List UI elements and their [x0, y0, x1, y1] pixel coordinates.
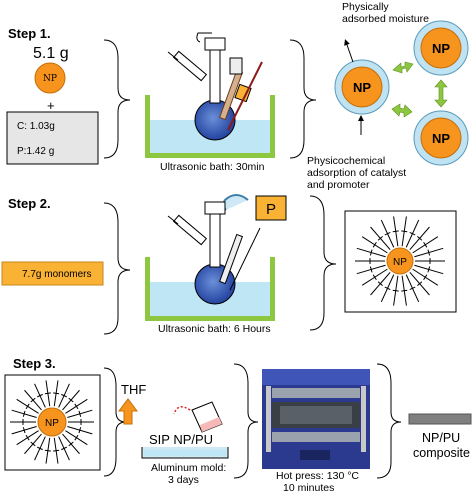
np-step3-chain-tick — [78, 410, 82, 417]
np-particle-ring-left: NP — [334, 59, 390, 115]
np-step2-chain-tick — [384, 286, 391, 290]
np-particle-step1: NP — [34, 62, 66, 94]
composite-sample — [408, 413, 472, 425]
hot-press-photo — [262, 369, 370, 469]
np-step3-chain-tick — [37, 393, 43, 398]
brace-step2-left — [103, 202, 131, 335]
np-step3-chain-tick — [53, 449, 60, 452]
thf-evaporation-arrow — [118, 398, 138, 425]
green-double-arrow-upper — [392, 61, 414, 74]
np-step3-chain-tick — [30, 441, 36, 447]
np-step3-chain-tick — [22, 427, 26, 434]
adsorption-label-line2: adsorption of catalyst — [307, 167, 407, 179]
np-step3-chain-tick — [74, 434, 79, 441]
np-step3-chain-tick — [53, 392, 60, 395]
plus-sign: + — [47, 98, 55, 113]
p-curved-arrow — [222, 194, 249, 211]
brace-step2-right — [309, 195, 337, 331]
grafted-np-box-step2: NP — [344, 210, 457, 313]
composite-label-line1: NP/PU — [422, 431, 461, 445]
moisture-arrow — [344, 39, 354, 63]
p-box-label: P — [266, 201, 276, 218]
brace-step1-right — [289, 39, 317, 159]
c-mass-label: C: 1.03g — [17, 121, 55, 132]
np-step3-chain-tick — [25, 403, 30, 410]
adsorption-label-line1: Physicochemical — [307, 155, 386, 167]
np-step2-chain-tick — [392, 289, 399, 292]
np-step2-chain-tick — [409, 232, 416, 236]
green-double-arrow-lower — [391, 103, 413, 118]
np-particle-ring-top: NP — [413, 20, 469, 76]
np-step2-chain-tick — [369, 266, 373, 273]
bath-caption-1: Ultrasonic bath: 30min — [160, 161, 265, 173]
green-double-arrow-vertical — [434, 79, 448, 108]
np-step3-chain-tick — [61, 393, 67, 398]
mold-caption-line2: 3 days — [168, 474, 199, 486]
np-step3-chain-tick — [74, 403, 79, 410]
np-label-small: NP — [43, 74, 57, 84]
p-box: P — [255, 195, 287, 221]
np-step3-chain-tick — [44, 392, 51, 395]
pouring-beaker — [173, 401, 223, 433]
ultrasonic-bath-step1 — [145, 32, 275, 158]
brace-step3-right — [376, 363, 402, 479]
adsorption-label-line3: and promoter — [307, 179, 370, 191]
np-step2-chain-tick — [417, 281, 423, 287]
sip-label: SIP NP/PU — [149, 432, 214, 447]
np-step3-chain-tick — [61, 446, 67, 451]
np-step2-chain-tick — [372, 274, 377, 281]
np-step3-chain-tick — [78, 427, 82, 434]
np-step2-chain-tick — [417, 235, 423, 241]
np-label-ring-top: NP — [432, 41, 450, 56]
aluminum-mold — [141, 447, 229, 459]
brace-step3-left — [103, 367, 127, 477]
np-step2-chain-tick — [427, 249, 431, 256]
np-step2-chain-tick — [401, 289, 408, 292]
np-step2-chain-tick — [377, 235, 383, 241]
np-particle-ring-bottom: NP — [413, 110, 469, 166]
np-label-ring-left: NP — [353, 80, 371, 95]
step-1-label: Step 1. — [8, 26, 51, 41]
press-caption-line1: Hot press: 130 °C — [276, 470, 359, 482]
np-step2-chain-tick — [401, 230, 408, 233]
mold-caption-line1: Aluminum mold: — [151, 462, 227, 474]
thf-label: THF — [121, 382, 147, 397]
np-step2-chain-tick — [392, 230, 399, 233]
np-step3-chain-tick — [68, 397, 74, 403]
np-step2-chain-tick — [372, 241, 377, 248]
np-step3-chain-tick — [37, 446, 43, 451]
np-step3-chain-tick — [44, 449, 51, 452]
np-step3-chain-tick — [25, 434, 30, 441]
p-mass-label: P:1.42 g — [17, 146, 54, 157]
np-label-step2: NP — [393, 257, 407, 268]
composite-label-line2: composite — [413, 446, 470, 460]
brace-step3-mid — [233, 363, 259, 479]
np-step2-chain-tick — [423, 241, 428, 248]
grafted-np-box-step3: NP — [4, 374, 101, 471]
press-caption-line2: 10 minutes — [283, 482, 335, 494]
np-label-ring-bottom: NP — [432, 131, 450, 146]
ultrasonic-bath-step2 — [145, 201, 275, 321]
np-step2-chain-tick — [409, 286, 416, 290]
np-step2-chain-tick — [369, 249, 373, 256]
monomers-label: 7.7g monomers — [22, 269, 91, 280]
np-step3-chain-tick — [68, 441, 74, 447]
np-step2-chain-tick — [377, 281, 383, 287]
moisture-label-line1: Physically — [342, 1, 389, 13]
step-2-label: Step 2. — [8, 196, 51, 211]
moisture-label-line2: adsorbed moisture — [342, 13, 429, 25]
np-step2-chain-tick — [423, 274, 428, 281]
np-step2-chain-tick — [427, 266, 431, 273]
brace-step1-left — [103, 39, 131, 159]
np-mass-label: 5.1 g — [33, 45, 69, 62]
np-label-step3: NP — [45, 418, 59, 429]
np-step2-chain-tick — [384, 232, 391, 236]
np-step3-chain-tick — [30, 397, 36, 403]
monomers-box: 7.7g monomers — [1, 261, 104, 286]
step-3-label: Step 3. — [13, 356, 56, 371]
np-step3-chain-tick — [22, 410, 26, 417]
catalyst-promoter-box: C: 1.03g P:1.42 g — [6, 111, 99, 165]
bath-caption-2: Ultrasonic bath: 6 Hours — [158, 323, 271, 335]
